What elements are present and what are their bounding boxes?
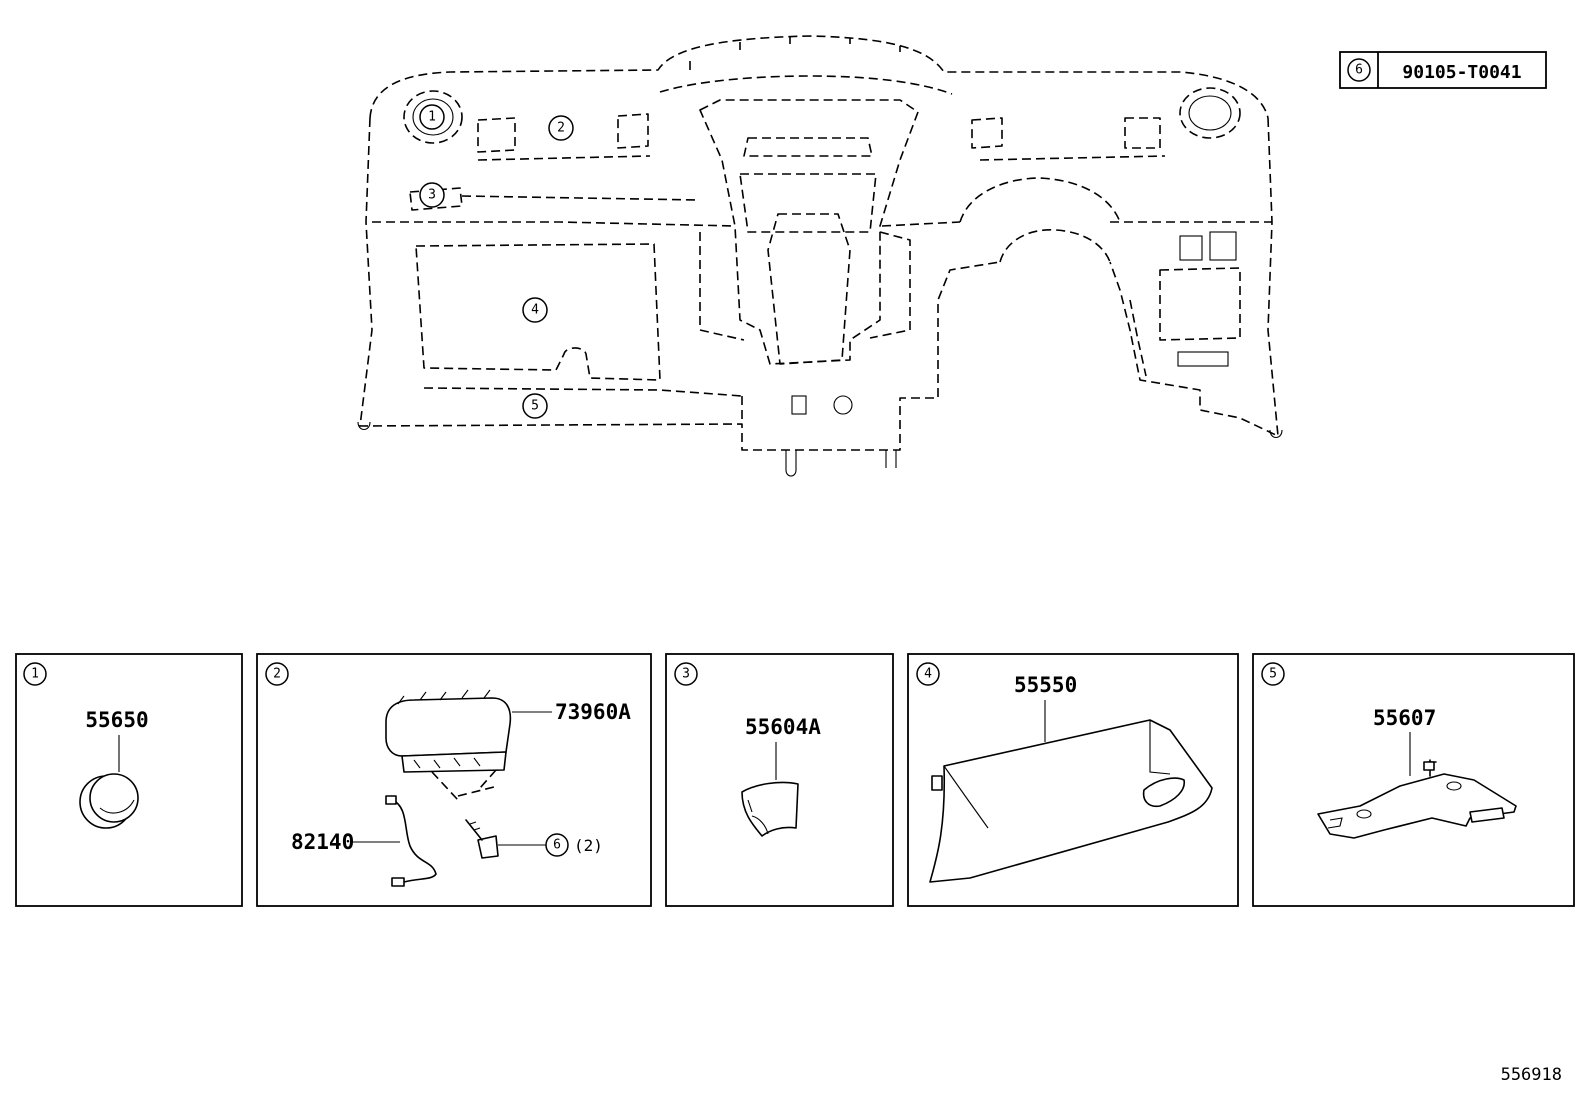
vent-knob-part xyxy=(79,773,139,829)
panel-2: 2 73960A 6 (2) 82140 xyxy=(256,653,652,907)
panel-5-callout: 5 xyxy=(1269,667,1277,682)
part-number-73960A: 73960A xyxy=(555,700,631,724)
panel-3-callout: 3 xyxy=(682,667,690,682)
panel-2-callout: 2 xyxy=(273,667,281,682)
panel-2-screw-quantity: (2) xyxy=(574,836,603,855)
panel-5: 5 55607 xyxy=(1252,653,1575,907)
dashboard-overview-illustration xyxy=(357,35,1283,477)
illustration-id: 556918 xyxy=(1501,1065,1562,1085)
legend-callout-number: 6 xyxy=(1355,63,1363,78)
overview-callout-1: 1 xyxy=(428,110,436,125)
overview-callouts: 1 2 3 4 5 xyxy=(419,104,574,419)
panel-2-screw-callout: 6 xyxy=(553,838,561,853)
trim-clip-part xyxy=(741,781,799,837)
overview-callout-5: 5 xyxy=(531,399,539,414)
part-number-55550: 55550 xyxy=(1014,673,1077,697)
legend-callout-circle xyxy=(1347,58,1371,82)
legend-part-number: 90105-T0041 xyxy=(1402,62,1521,83)
bracket-part xyxy=(1317,759,1517,839)
part-number-55650: 55650 xyxy=(85,708,148,732)
part-number-55604A: 55604A xyxy=(745,715,821,739)
part-number-55607: 55607 xyxy=(1373,706,1436,730)
panel-4: 4 55550 xyxy=(907,653,1239,907)
wire-harness-part xyxy=(385,795,437,887)
legend-box: 6 90105-T0041 xyxy=(1339,51,1547,89)
panel-4-callout: 4 xyxy=(924,667,932,682)
overview-callout-2: 2 xyxy=(557,121,565,136)
panel-3: 3 55604A xyxy=(665,653,894,907)
part-number-82140: 82140 xyxy=(291,830,354,854)
bolt-part xyxy=(465,819,499,859)
panel-1: 1 55650 xyxy=(15,653,243,907)
airbag-module-part xyxy=(385,689,512,773)
overview-callout-4: 4 xyxy=(531,303,539,318)
overview-callout-3: 3 xyxy=(428,188,436,203)
glove-box-part xyxy=(929,719,1213,883)
panel-1-callout: 1 xyxy=(31,667,39,682)
